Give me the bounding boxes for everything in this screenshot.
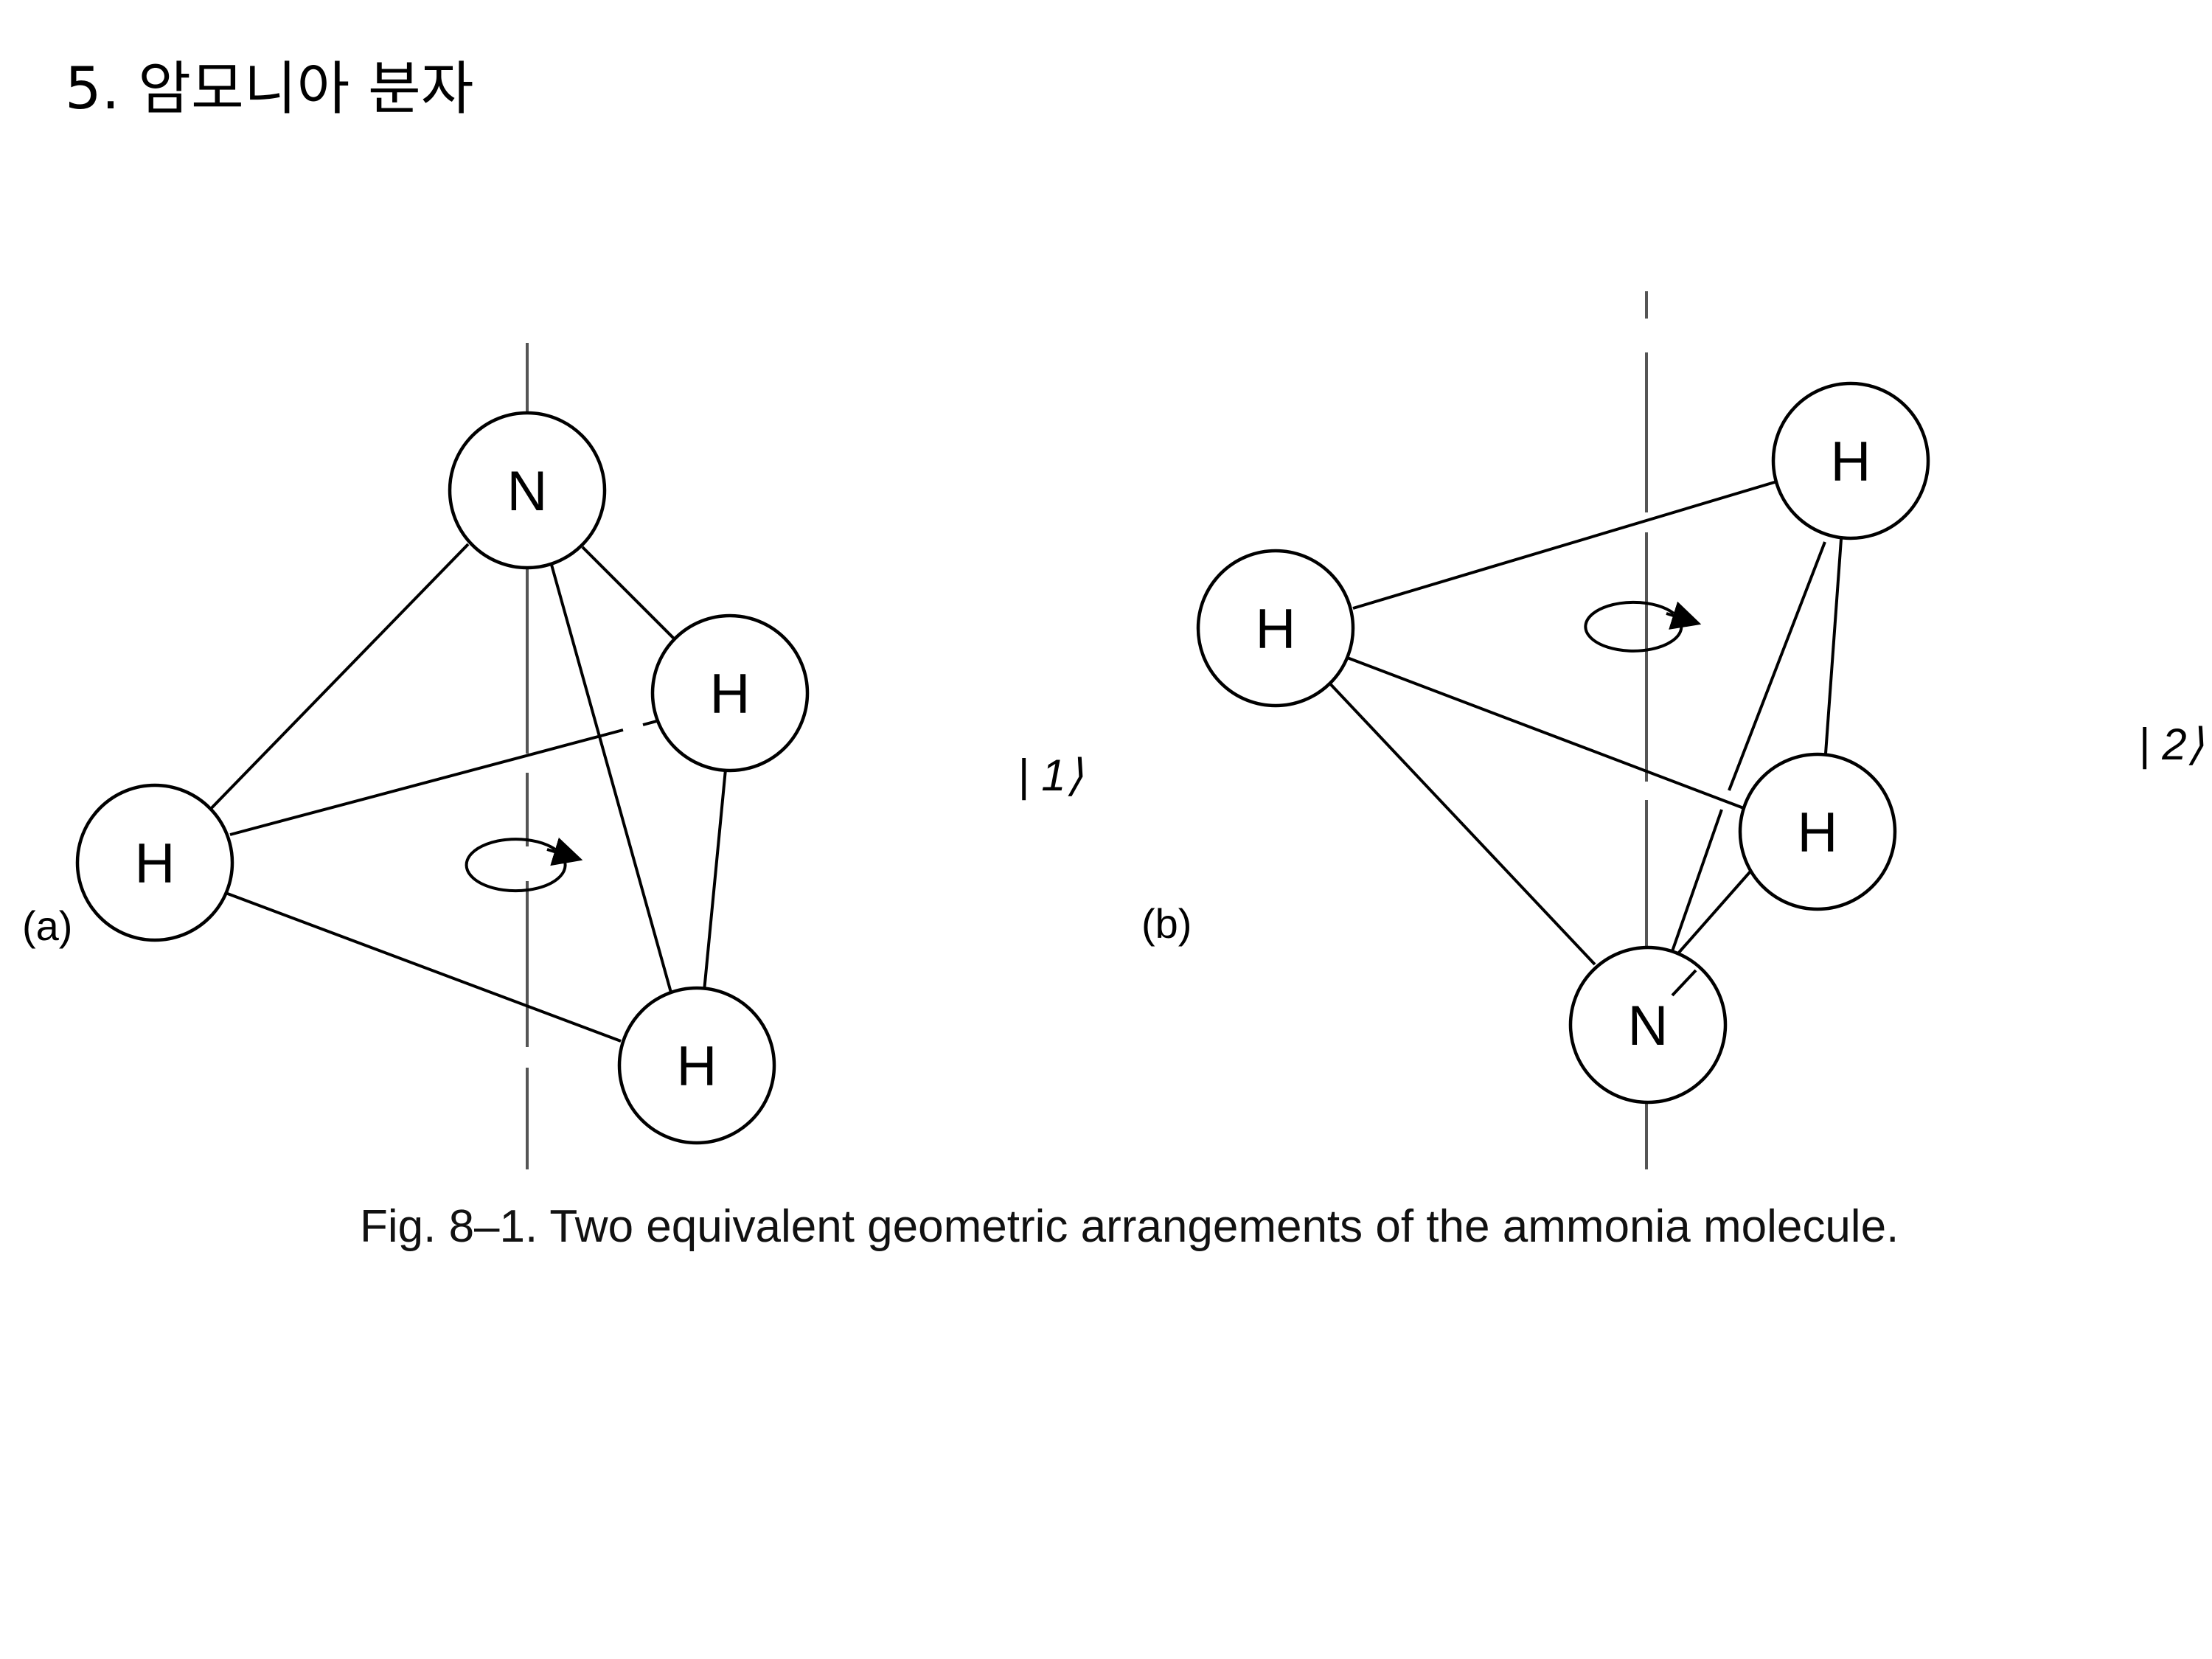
atom-label-h: H — [677, 1035, 717, 1098]
atom-label-h: H — [1831, 431, 1871, 493]
bond-hleft-htop — [1352, 478, 1785, 610]
atom-label-h: H — [1256, 598, 1296, 661]
bond-n-h-bottom — [550, 564, 672, 993]
atom-h-top: H — [1771, 381, 1930, 540]
bond-hright-hbottom — [703, 738, 730, 992]
atom-h-right: H — [650, 613, 810, 773]
bonds-a — [204, 543, 730, 1043]
state-label-1: | 1⟩ — [1018, 751, 1083, 801]
page-title: 5. 암모니아 분자 — [65, 56, 474, 122]
bond-hright-n-overlay — [1671, 969, 1697, 997]
state-label-2: | 2⟩ — [2138, 720, 2204, 770]
atom-h-right: H — [1738, 752, 1897, 911]
atom-label-n: N — [1628, 995, 1669, 1057]
bond-hleft-hright-front — [229, 728, 624, 836]
atom-h-left: H — [75, 783, 234, 942]
atom-label-h: H — [1798, 801, 1838, 864]
atom-h-left: H — [1196, 549, 1355, 708]
bond-n-h-left — [204, 543, 470, 816]
bond-hleft-n — [1324, 677, 1596, 966]
panel-a: N H H H (a) | 1⟩ — [22, 343, 1083, 1169]
rotation-arrow-a — [465, 837, 583, 893]
bond-htop-n-front — [1728, 541, 1826, 791]
bond-hleft-hbottom — [219, 889, 622, 1043]
panel-b: H H H N (b) | 2⟩ — [1141, 291, 2204, 1169]
atom-label-h: H — [135, 832, 175, 895]
atom-n: N — [1568, 945, 1728, 1105]
figure-caption: Fig. 8–1. Two equivalent geometric arran… — [360, 1201, 1899, 1252]
bond-htop-hright — [1824, 508, 1845, 754]
atom-h-bottom: H — [617, 986, 776, 1145]
panel-label-b: (b) — [1141, 900, 1192, 947]
bonds-b — [1324, 478, 1845, 966]
bond-htop-n-back — [1671, 809, 1723, 952]
atom-label-n: N — [507, 460, 548, 523]
bond-hleft-hright-front — [1343, 655, 1748, 811]
panel-label-a: (a) — [22, 902, 72, 949]
rotation-arrow-b — [1584, 600, 1702, 653]
atom-label-h: H — [710, 663, 751, 726]
atom-n: N — [448, 411, 607, 570]
